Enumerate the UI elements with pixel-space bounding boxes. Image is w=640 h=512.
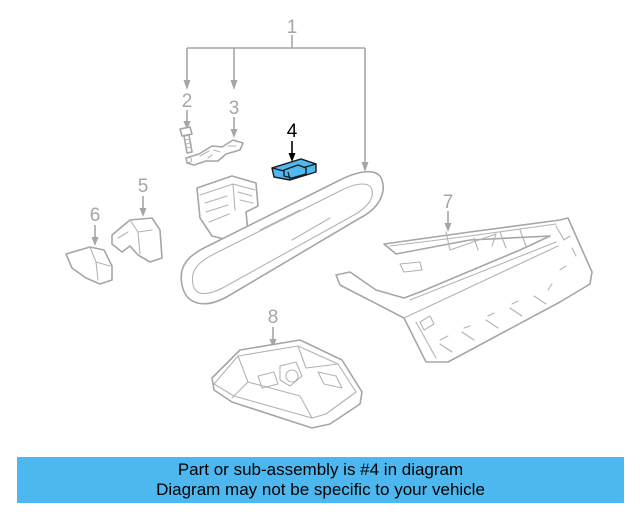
callout-4: 4 xyxy=(287,121,298,142)
callout-8-leader xyxy=(269,327,277,348)
part-6-cover xyxy=(65,246,113,285)
callout-1: 1 xyxy=(287,17,298,38)
callout-6-leader xyxy=(91,225,99,246)
callout-5-leader xyxy=(139,196,147,217)
callout-6: 6 xyxy=(90,205,101,226)
info-banner: Part or sub-assembly is #4 in diagram Di… xyxy=(17,457,624,503)
part-7-console xyxy=(335,217,593,363)
part-4-highlighted xyxy=(271,158,317,181)
callout-7: 7 xyxy=(443,192,454,213)
callout-2-leader xyxy=(183,110,191,130)
callout-2: 2 xyxy=(182,91,193,112)
part-5-cover xyxy=(111,217,163,263)
banner-line-2: Diagram may not be specific to your vehi… xyxy=(156,480,485,499)
part-1-mount xyxy=(196,175,259,253)
callout-5: 5 xyxy=(138,176,149,197)
callout-7-leader xyxy=(444,211,452,232)
part-1-mirror xyxy=(180,170,384,305)
part-2-screw xyxy=(179,126,193,154)
parts-diagram: 1 2 3 4 xyxy=(65,17,593,429)
callout-3-leader xyxy=(230,117,238,138)
part-3-clip xyxy=(185,139,244,166)
callout-1-leader xyxy=(183,35,369,172)
callout-3: 3 xyxy=(229,98,240,119)
callout-8: 8 xyxy=(268,307,279,328)
callout-4-leader xyxy=(288,141,296,162)
banner-line-1: Part or sub-assembly is #4 in diagram xyxy=(177,460,464,479)
part-8-light-housing xyxy=(211,339,363,429)
